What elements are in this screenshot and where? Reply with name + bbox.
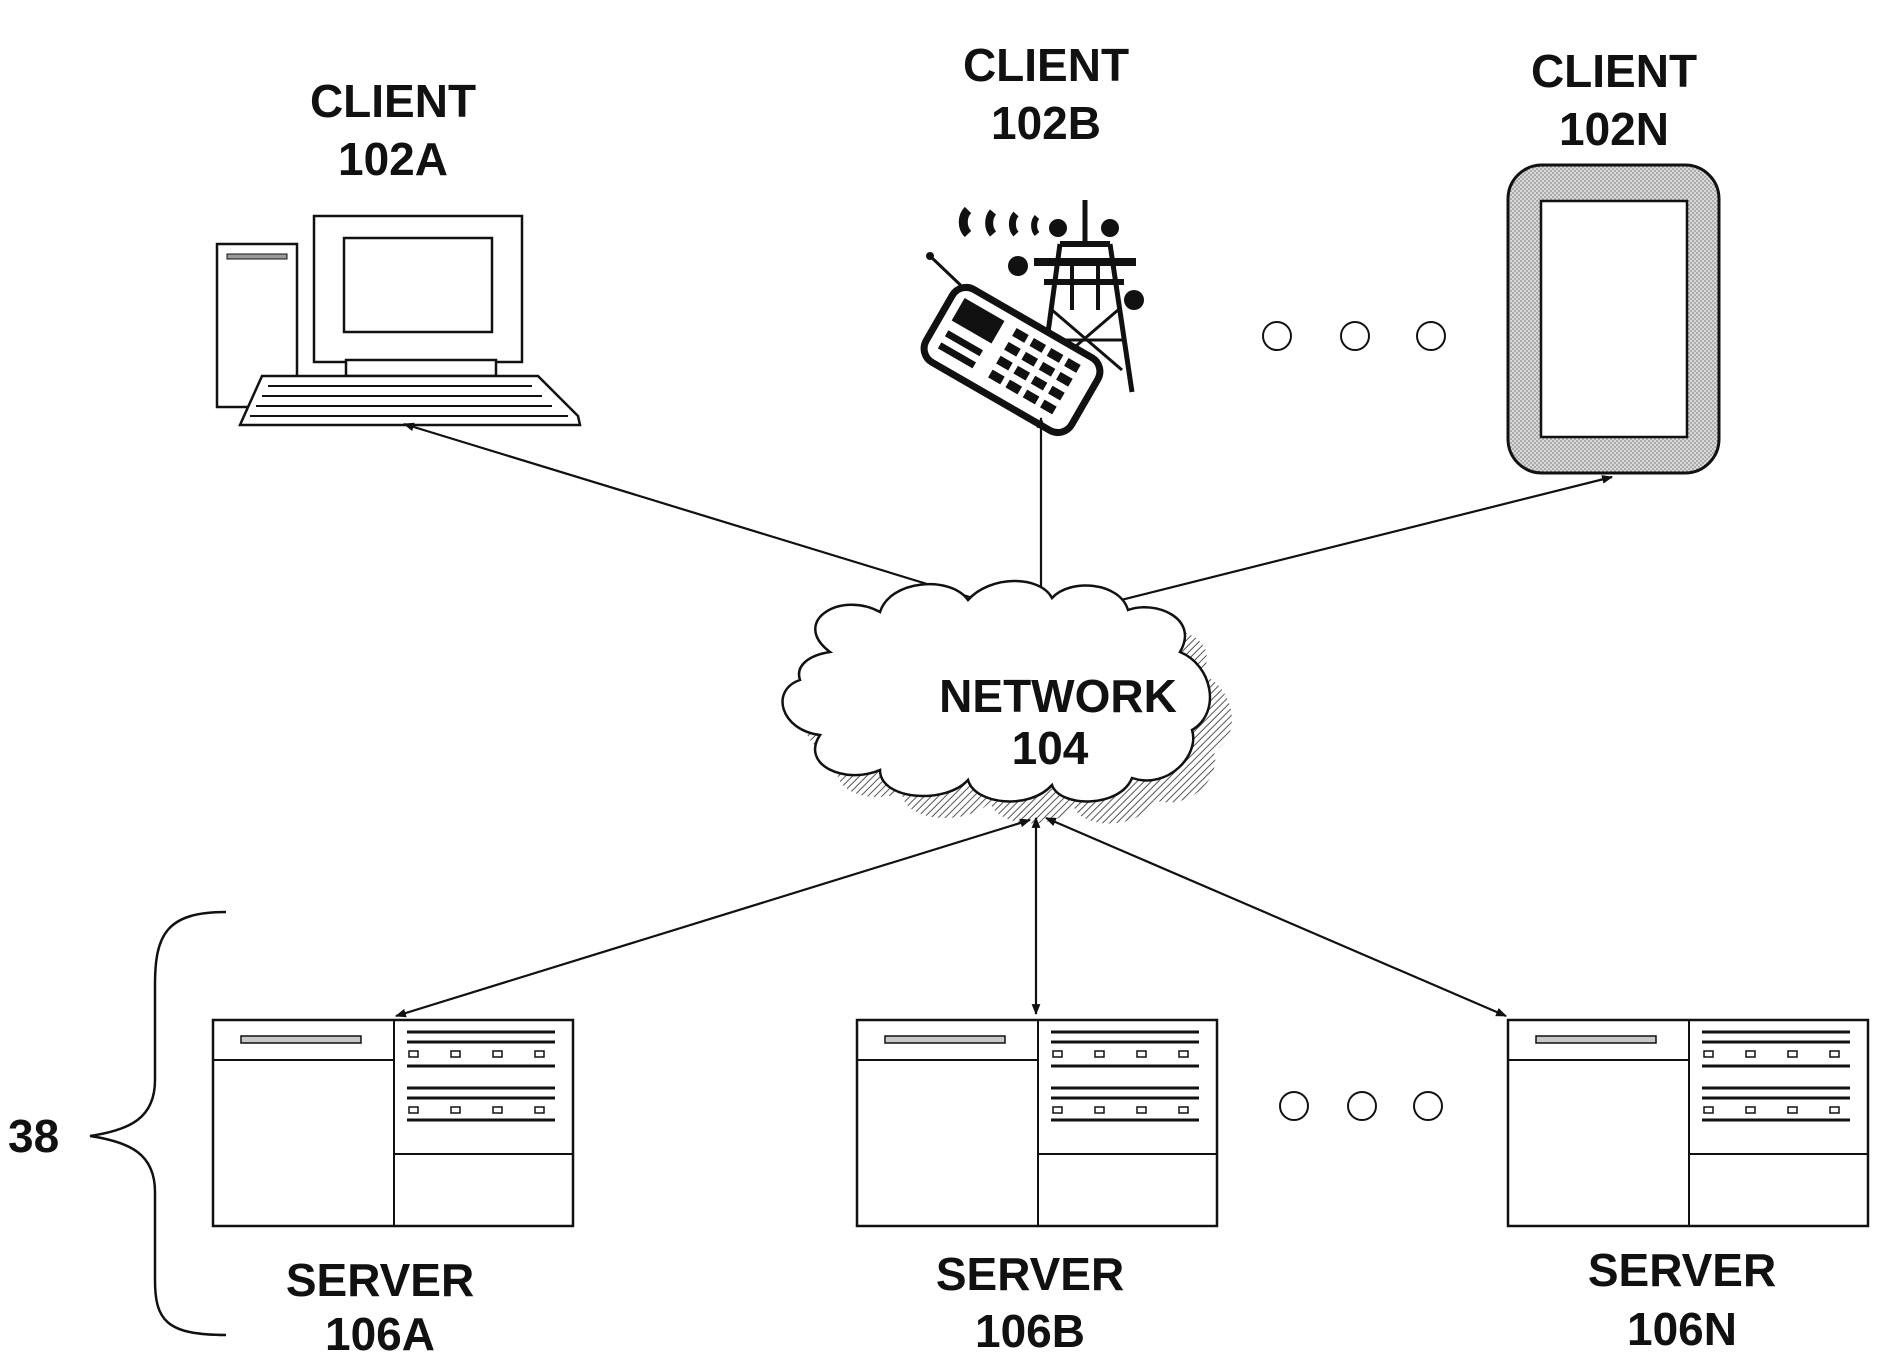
server-a-icon xyxy=(213,1020,573,1226)
desktop-computer-icon xyxy=(217,216,580,425)
client-b-title: CLIENT xyxy=(963,39,1129,91)
server-b-icon xyxy=(857,1020,1217,1226)
server-n-icon xyxy=(1508,1020,1868,1226)
client-n-id: 102N xyxy=(1559,103,1669,155)
link-server-n xyxy=(1046,818,1506,1016)
link-server-a xyxy=(396,820,1030,1016)
link-client-n xyxy=(1049,477,1612,618)
client-n-title: CLIENT xyxy=(1531,45,1697,97)
server-group-label: 38 xyxy=(8,1110,59,1162)
server-b-title: SERVER xyxy=(936,1248,1124,1300)
server-a-title: SERVER xyxy=(286,1254,474,1306)
more-servers-ellipsis xyxy=(1280,1092,1442,1120)
network-id: 104 xyxy=(1012,722,1089,774)
tablet-icon xyxy=(1508,165,1719,473)
server-n-title: SERVER xyxy=(1588,1244,1776,1296)
client-a-title: CLIENT xyxy=(310,75,476,127)
phone-tower-icon xyxy=(918,200,1144,438)
client-a-id: 102A xyxy=(338,133,448,185)
server-a-id: 106A xyxy=(325,1308,435,1358)
network-title: NETWORK xyxy=(939,670,1177,722)
server-b-id: 106B xyxy=(975,1305,1085,1357)
server-connections xyxy=(396,818,1506,1016)
more-clients-ellipsis xyxy=(1263,322,1445,350)
server-n-id: 106N xyxy=(1627,1303,1737,1355)
server-group-brace xyxy=(90,912,226,1335)
client-b-id: 102B xyxy=(991,97,1101,149)
